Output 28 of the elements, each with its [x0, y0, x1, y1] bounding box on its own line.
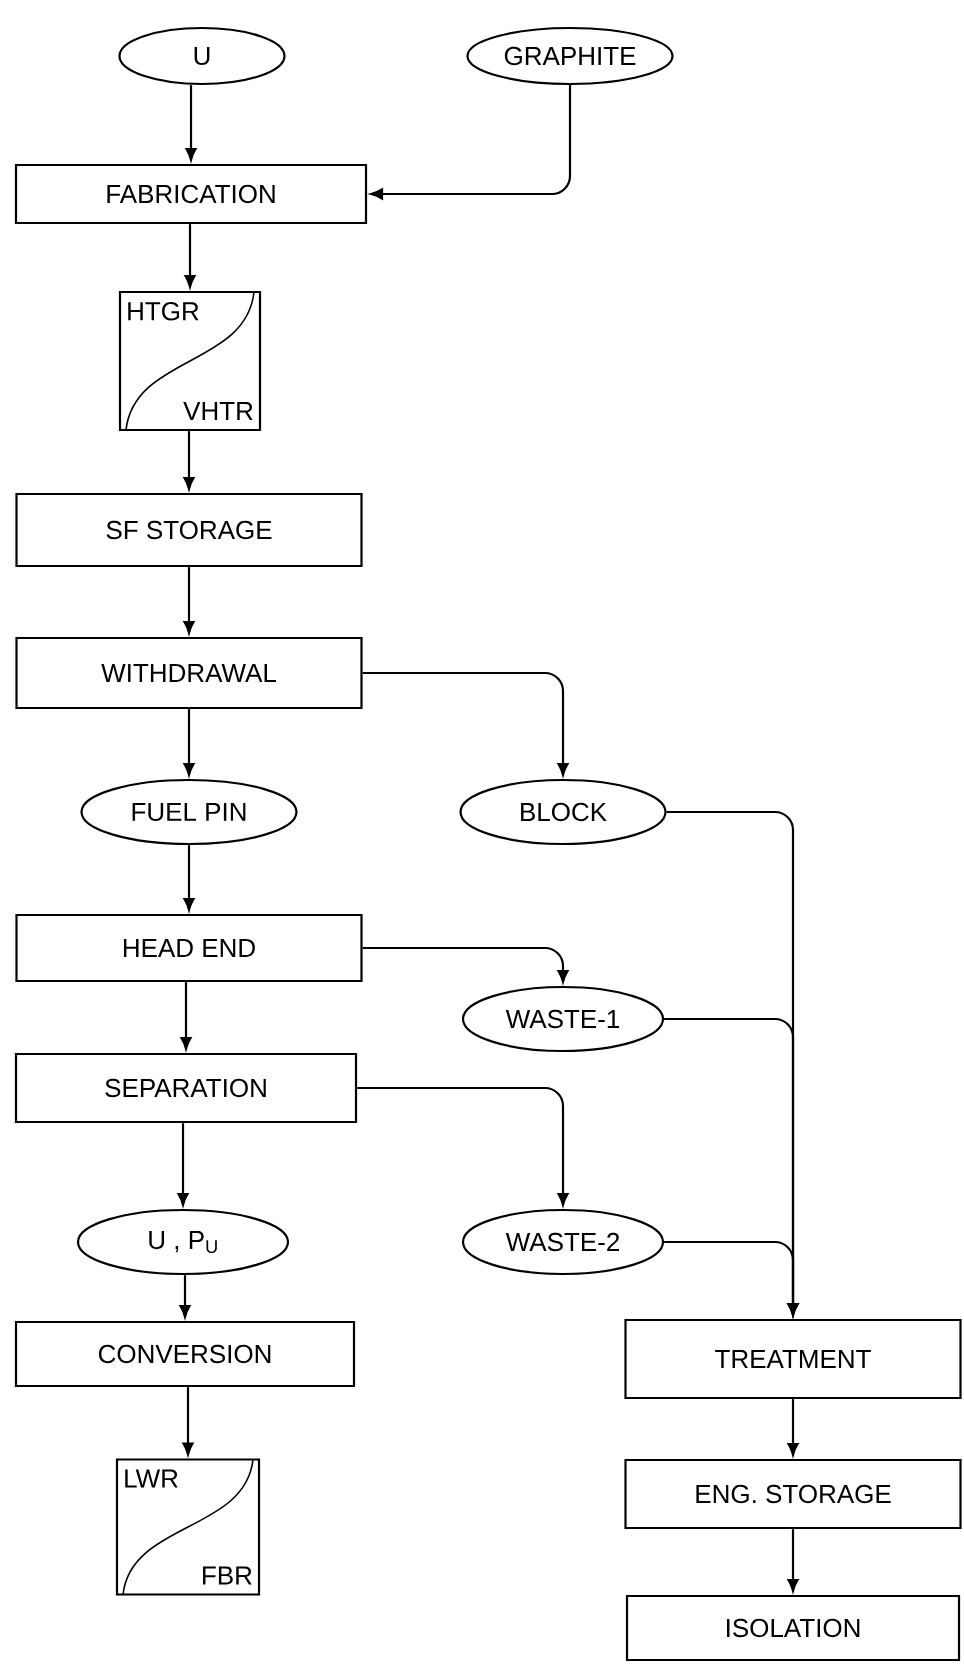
process-box: ENG. STORAGE — [624, 1458, 962, 1530]
process-box: ISOLATION — [625, 1594, 961, 1662]
arrow — [182, 1387, 194, 1456]
arrow — [185, 85, 197, 161]
arrow — [184, 224, 196, 288]
split-box: HTGR VHTR — [118, 290, 262, 432]
arrow — [362, 671, 569, 776]
arrow — [180, 982, 192, 1050]
arrow — [664, 1240, 799, 1316]
process-box: SEPARATION — [14, 1052, 358, 1124]
arrow — [787, 1399, 799, 1456]
process-box: HEAD END — [15, 913, 363, 983]
arrow — [183, 845, 195, 911]
arrow — [183, 709, 195, 776]
arrow — [787, 1529, 799, 1592]
process-box: TREATMENT — [624, 1318, 962, 1400]
process-box: WITHDRAWAL — [15, 636, 363, 710]
arrow — [179, 1275, 191, 1318]
arrow — [183, 567, 195, 634]
arrow — [183, 431, 195, 490]
arrow — [177, 1123, 189, 1206]
arrow — [362, 946, 569, 983]
arrow — [370, 85, 572, 200]
process-box: FABRICATION — [14, 163, 368, 225]
process-box: SF STORAGE — [15, 492, 363, 568]
process-box: CONVERSION — [14, 1320, 356, 1388]
arrow — [357, 1086, 569, 1206]
split-box: LWR FBR — [115, 1458, 261, 1596]
